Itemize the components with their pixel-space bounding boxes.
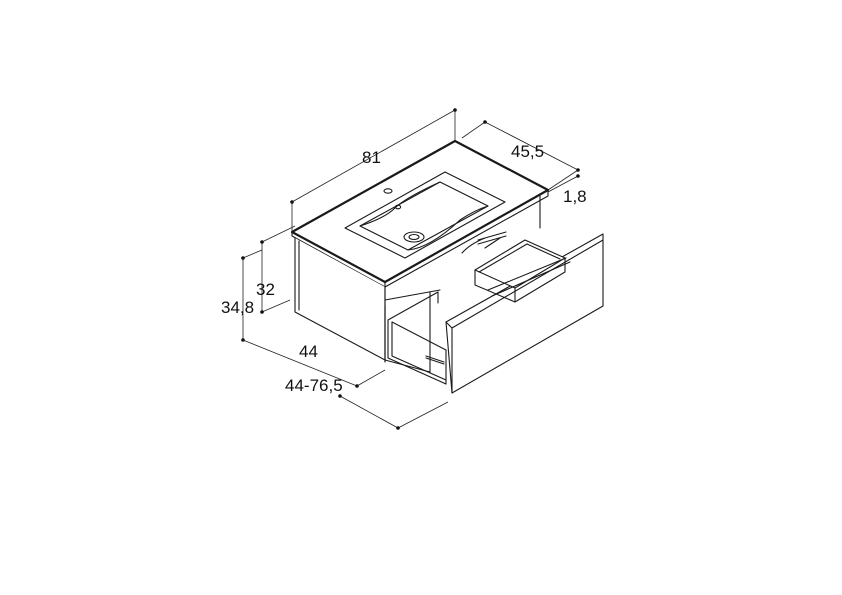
total-height-label: 34,8: [221, 298, 254, 317]
dimension-lines: [241, 108, 580, 430]
cabinet-height-label: 32: [256, 280, 275, 299]
basin-bowl: [344, 171, 506, 259]
upper-drawer: [474, 231, 571, 303]
top-thickness-label: 1,8: [563, 187, 587, 206]
width-label: 81: [362, 148, 381, 167]
drawer-extension-label: 44-76,5: [285, 376, 343, 395]
lower-drawer: [387, 291, 447, 385]
cabinet-body: [294, 195, 541, 373]
cabinet-depth-label: 44: [299, 342, 318, 361]
depth-label: 45,5: [511, 142, 544, 161]
dimension-labels: 81 45,5 1,8 32 34,8 44 44-76,5: [221, 142, 587, 395]
